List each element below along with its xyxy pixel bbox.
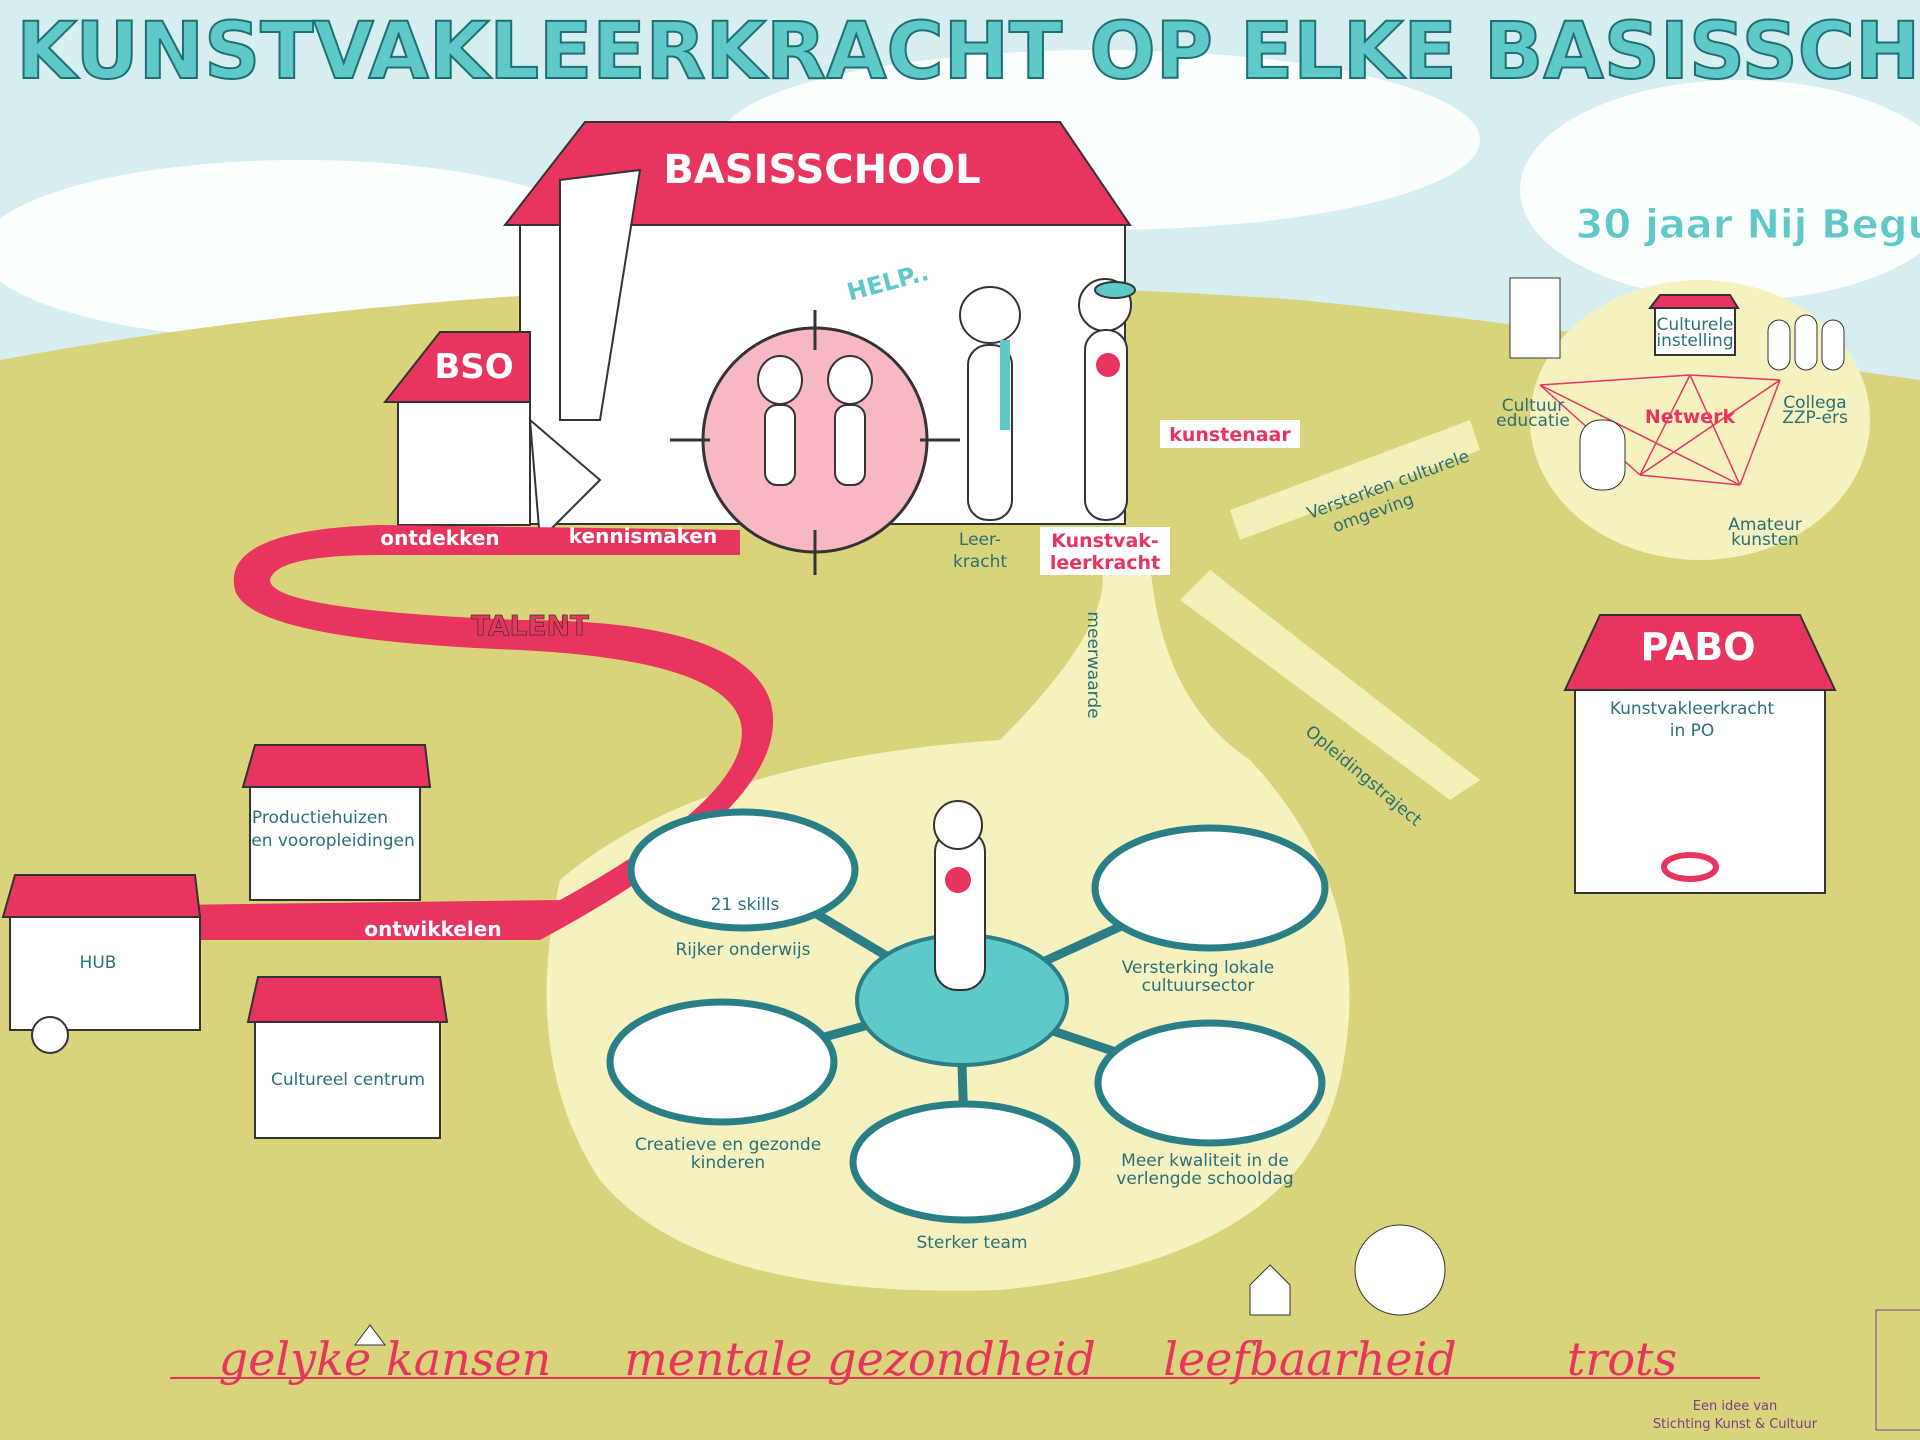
bso-label: BSO [434,347,513,387]
opleidingstraject-arrow [1180,570,1480,800]
versterking-label-1: Versterking lokale [1122,958,1275,978]
pabo-caption-2: in PO [1670,721,1715,741]
leerkracht-label-1: Leer- [959,530,1001,550]
value-leefbaarheid: leefbaarheid [1163,1332,1456,1386]
kunstvakleerkracht-label-1: Kunstvak- [1051,530,1159,552]
seesaw-icon [354,1324,386,1346]
house-heart-icon [1249,1264,1291,1316]
peacock-icon [1354,1224,1446,1316]
value-trots: trots [1567,1332,1677,1386]
team-label: Sterker team [916,1233,1027,1253]
rijker-label: Rijker onderwijs [676,940,811,960]
footer-line-2: Stichting Kunst & Cultuur [1653,1417,1818,1432]
kwaliteit-label-1: Meer kwaliteit in de [1121,1151,1289,1171]
kunstvakleerkracht-tag [1040,527,1170,575]
cultuur-educatie-label-1: Cultuur [1502,396,1565,416]
pencil-icon [528,417,602,543]
kwaliteit-label-2: verlengde schooldag [1116,1169,1293,1189]
pabo-caption-1: Kunstvakleerkracht [1610,699,1775,719]
value-gelyke-kansen: gelyke kansen [219,1332,551,1386]
hub-roof [1,874,202,918]
horn-icon [559,168,642,421]
collega-figures-icon [1767,314,1845,371]
bso-building [397,399,531,526]
amateur-label-1: Amateur [1728,515,1802,535]
netwerk-label: Netwerk [1645,406,1736,428]
benefit-creatieve [606,998,838,1126]
cultureel-centrum-roof [246,976,449,1023]
benefit-versterking [1091,824,1329,952]
talent-ribbon [170,525,774,940]
cultureel-centrum-building [254,1019,441,1139]
pabo-label: PABO [1640,625,1755,669]
target-icon [701,326,929,554]
ribbon-ontdekken: ontdekken [380,526,499,550]
kunstenaar-label: kunstenaar [1169,424,1291,446]
bso-roof [382,331,531,403]
ribbon-ontwikkelen: ontwikkelen [364,917,501,941]
link-icon [1661,852,1719,882]
page-title: EEN KUNSTVAKLEERKRACHT OP ELKE BASISSCHO… [0,7,1920,97]
value-mentale-gezondheid: mentale gezondheid [624,1332,1096,1386]
center-figure-head [933,800,983,850]
cultuur-educatie-label-2: educatie [1496,411,1570,431]
meerwaarde-label: meerwaarde [1083,611,1103,718]
productiehuizen-roof [241,744,432,788]
kunst-cultuur-logo [1875,1309,1920,1431]
ribbon-kennismaken: kennismaken [569,524,717,548]
creatieve-label-2: kinderen [691,1153,765,1173]
rosette-icon [945,867,971,893]
subtitle: 30 jaar Nij Begun [1576,202,1920,248]
leerkracht-figure [959,286,1021,521]
kunstvakleerkracht-center-figure [934,829,986,991]
skills-label: 21 skills [711,895,780,915]
children-icon [757,355,873,486]
hub-label: HUB [80,953,117,973]
benefit-team [849,1100,1081,1224]
benefit-kwaliteit [1094,1019,1326,1147]
productiehuizen-label-2: en vooropleidingen [251,831,415,851]
culturele-instelling-label-1: Culturele [1656,315,1733,335]
leerkracht-label-2: kracht [953,552,1007,572]
benefit-21-skills [627,808,859,932]
culturele-instelling-building [1654,304,1736,356]
culturele-instelling-roof [1647,294,1740,309]
kunstvakleerkracht-figure [1078,278,1136,521]
talent-label: TALENT [471,609,589,642]
versterking-label-2: cultuursector [1142,976,1255,996]
footer-line-1: Een idee van [1693,1399,1777,1414]
culturele-instelling-label-2: instelling [1656,331,1733,351]
creatieve-label-1: Creatieve en gezonde [635,1135,821,1155]
productiehuizen-building [249,784,421,901]
cultureel-centrum-label: Cultureel centrum [271,1070,425,1090]
crosshair-icon [670,310,960,575]
basisschool-label: BASISSCHOOL [663,147,980,193]
collega-label-1: Collega [1783,393,1846,413]
wheel-icon [31,1016,69,1054]
productiehuizen-label-1: Productiehuizen [252,808,388,828]
collega-label-2: ZZP-ers [1782,408,1848,428]
pabo-roof [1563,614,1837,691]
artist-figure [1579,419,1626,491]
kunstvakleerkracht-label-2: leerkracht [1050,552,1160,574]
versterken-arrow [1230,420,1480,540]
basisschool-roof [502,121,1132,226]
amateur-label-2: kunsten [1731,530,1799,550]
kunstenaar-tag [1160,420,1300,448]
easel-icon [1509,277,1561,359]
